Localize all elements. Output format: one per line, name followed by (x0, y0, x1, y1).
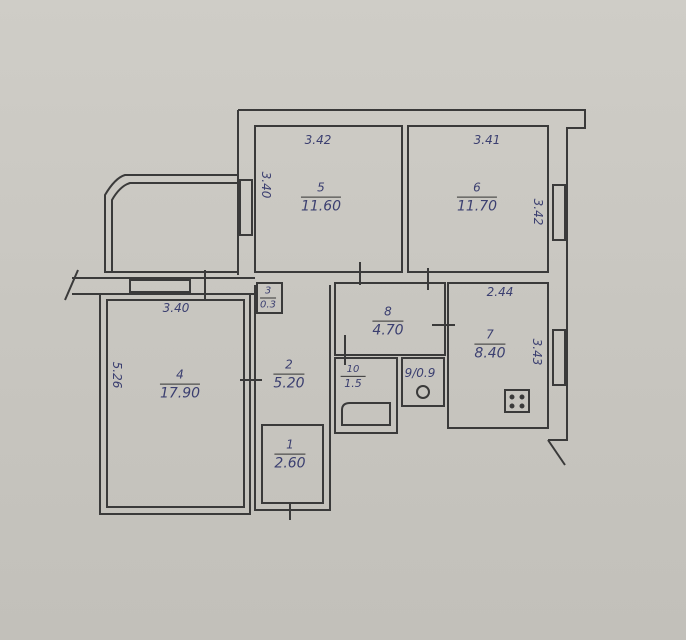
room-area: 17.90 (159, 385, 201, 402)
room-area: 5.20 (273, 375, 305, 392)
room-8-outline (334, 282, 446, 356)
room-4-outline (99, 293, 251, 515)
dimension-room5-depth: 3.40 (259, 171, 273, 199)
room-number: 4 (159, 368, 201, 385)
room-number: 9 (404, 366, 413, 380)
room-number: 5 (300, 181, 342, 198)
room-2-outline (254, 285, 331, 511)
room-number: 6 (456, 181, 498, 198)
room-area: 0.9 (416, 366, 436, 380)
dimension-room5-width: 3.42 (304, 133, 332, 147)
room-number: 8 (372, 305, 404, 322)
room-9-outline (401, 357, 445, 407)
room-area: 2.60 (274, 455, 306, 472)
room-area: 1.5 (344, 376, 362, 390)
room-number: 7 (474, 328, 506, 345)
room-5-outline (254, 125, 403, 273)
dimension-room7-width: 2.44 (486, 285, 514, 299)
outer-wall-top (238, 109, 586, 441)
dimension-room4-depth: 5.26 (110, 361, 124, 389)
dimension-room6-width: 3.41 (473, 133, 501, 147)
room-1-outline (261, 424, 324, 504)
dimension-room7-depth: 3.43 (530, 338, 544, 366)
stove (504, 389, 530, 413)
dimension-room6-depth: 3.42 (531, 198, 545, 226)
room-number: 3 (260, 285, 276, 299)
room-number: 1 (274, 438, 306, 455)
room-9-label: 9/0.9 (404, 366, 436, 380)
room-number: 2 (273, 358, 305, 375)
room-3-outline (256, 282, 283, 314)
room-6-outline (407, 125, 549, 273)
balcony-outline (104, 174, 238, 273)
room-10-outline (334, 357, 398, 434)
room-area: 8.40 (474, 345, 506, 362)
room-area: 4.70 (372, 322, 404, 339)
room-7-outline (447, 282, 549, 429)
room-area: 11.60 (300, 198, 342, 215)
dimension-room4-width: 3.40 (162, 301, 190, 315)
room-area: 0.3 (260, 299, 276, 311)
room-number: 10 (340, 363, 366, 377)
room-area: 11.70 (456, 198, 498, 215)
